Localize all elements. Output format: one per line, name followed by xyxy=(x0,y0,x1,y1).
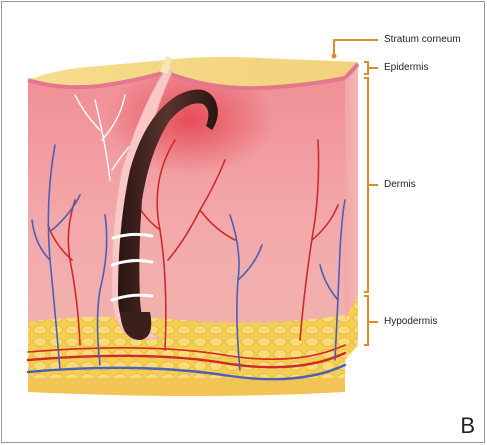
label-hypodermis: Hypodermis xyxy=(384,316,437,327)
dermis-bracket xyxy=(364,78,378,292)
stratum-corneum-leader xyxy=(334,40,378,54)
hypodermis-base xyxy=(28,378,345,396)
label-stratum-corneum: Stratum corneum xyxy=(384,34,461,45)
epidermis-bracket xyxy=(364,62,378,74)
stratum-corneum-marker xyxy=(332,54,337,59)
hypodermis-bracket xyxy=(364,296,378,345)
panel-letter: B xyxy=(460,413,475,439)
label-dermis: Dermis xyxy=(384,179,416,190)
label-epidermis: Epidermis xyxy=(384,62,428,73)
